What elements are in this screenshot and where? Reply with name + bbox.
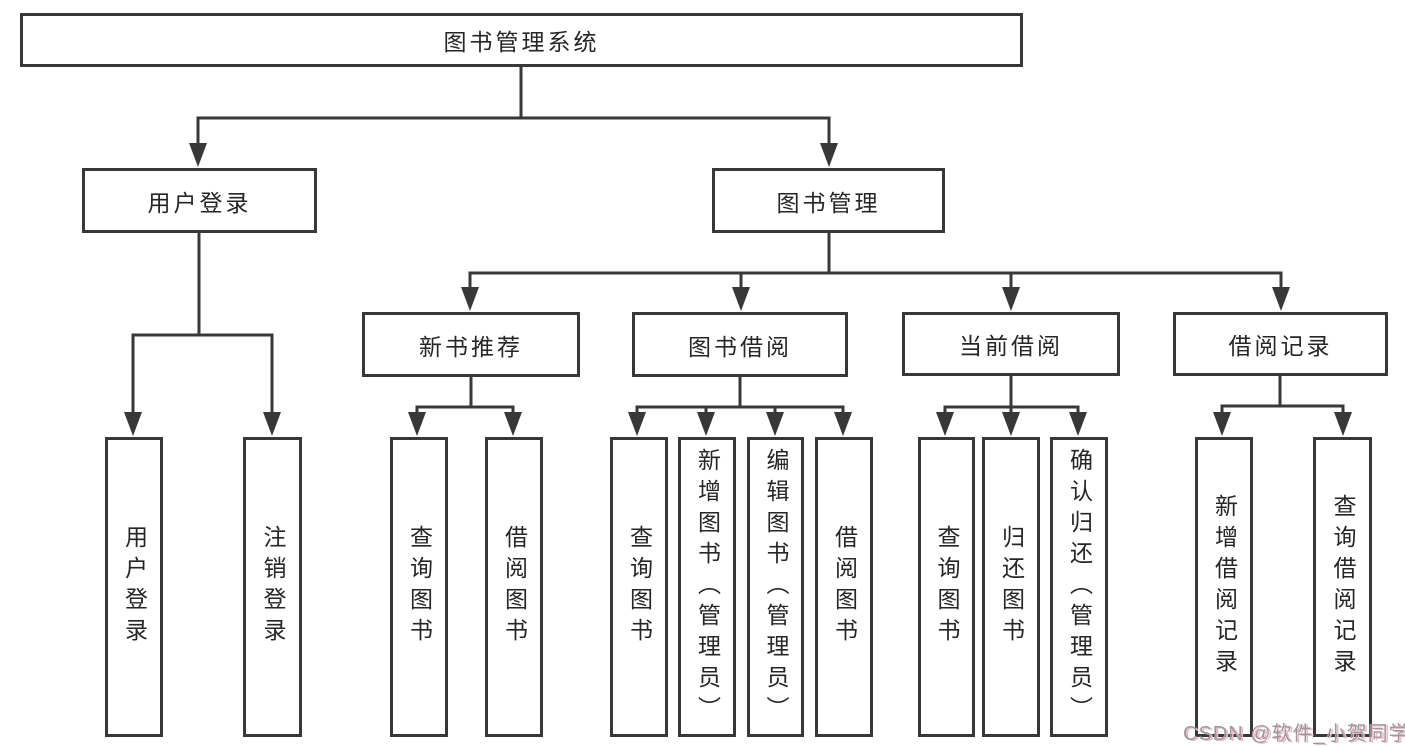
node-book-borrow: 图书借阅 <box>632 312 848 377</box>
leaf-logout: 注销登录 <box>243 437 302 737</box>
leaf-user-login: 用户登录 <box>105 437 163 737</box>
node-book-mgmt: 图书管理 <box>712 168 945 233</box>
node-user-login: 用户登录 <box>82 168 317 233</box>
leaf-add-book-admin: 新增图书（管理员） <box>678 437 736 737</box>
leaf-query-borrow-record-label: 查询借阅记录 <box>1330 494 1356 680</box>
leaf-rec-borrow-book: 借阅图书 <box>485 437 543 737</box>
leaf-current-query-book: 查询图书 <box>918 437 975 737</box>
node-book-borrow-label: 图书借阅 <box>688 333 792 360</box>
leaf-logout-label: 注销登录 <box>260 525 286 649</box>
node-new-book-rec: 新书推荐 <box>362 312 580 377</box>
leaf-borrow-query-book: 查询图书 <box>610 437 668 737</box>
leaf-user-login-label: 用户登录 <box>121 525 148 649</box>
node-current-borrow: 当前借阅 <box>902 312 1120 376</box>
node-book-mgmt-label: 图书管理 <box>776 189 881 216</box>
arrowheads <box>124 143 1352 436</box>
leaf-return-book: 归还图书 <box>982 437 1040 737</box>
node-root-label: 图书管理系统 <box>443 29 600 55</box>
node-root: 图书管理系统 <box>20 13 1023 67</box>
leaf-rec-query-book-label: 查询图书 <box>406 525 433 649</box>
leaf-borrow-book: 借阅图书 <box>815 437 873 737</box>
leaf-add-book-admin-label: 新增图书（管理员） <box>694 447 721 727</box>
leaf-add-borrow-record: 新增借阅记录 <box>1195 437 1253 737</box>
leaf-edit-book-admin-label: 编辑图书（管理员） <box>763 447 789 727</box>
leaf-return-book-label: 归还图书 <box>998 525 1025 649</box>
node-current-borrow-label: 当前借阅 <box>959 333 1063 359</box>
leaf-current-query-book-label: 查询图书 <box>934 525 960 649</box>
leaf-rec-borrow-book-label: 借阅图书 <box>501 525 528 649</box>
csdn-watermark: CSDN @软件_小贺同学 <box>1183 723 1405 745</box>
node-borrow-record-label: 借阅记录 <box>1228 333 1333 359</box>
leaf-borrow-query-book-label: 查询图书 <box>626 525 653 649</box>
node-user-login-label: 用户登录 <box>147 189 252 216</box>
leaf-edit-book-admin: 编辑图书（管理员） <box>747 437 804 737</box>
leaf-borrow-book-label: 借阅图书 <box>831 525 858 649</box>
node-new-book-rec-label: 新书推荐 <box>419 333 523 360</box>
leaf-confirm-return-admin: 确认归还（管理员） <box>1050 437 1108 737</box>
leaf-confirm-return-admin-label: 确认归还（管理员） <box>1066 447 1093 727</box>
leaf-add-borrow-record-label: 新增借阅记录 <box>1211 494 1238 680</box>
leaf-query-borrow-record: 查询借阅记录 <box>1313 437 1372 737</box>
leaf-rec-query-book: 查询图书 <box>390 437 448 737</box>
node-borrow-record: 借阅记录 <box>1173 312 1388 376</box>
